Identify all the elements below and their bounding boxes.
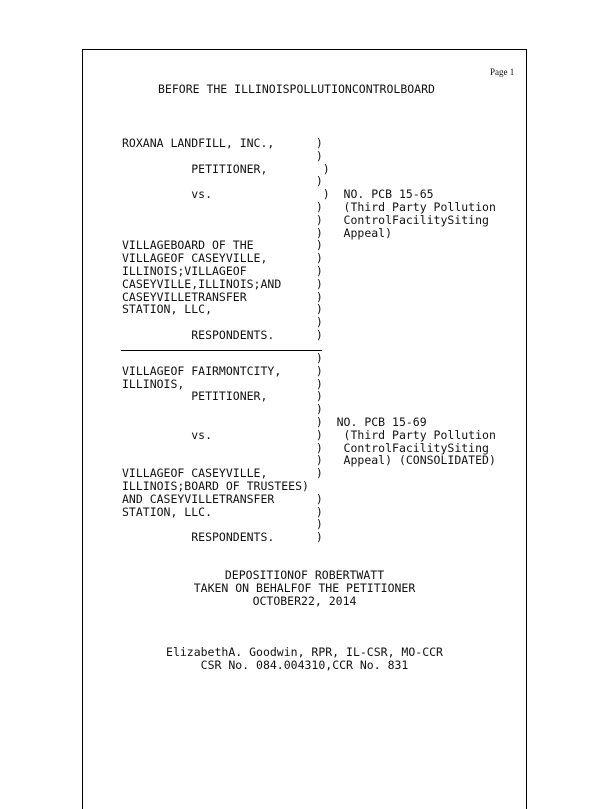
case-caption-1: ROXANA LANDFILL, INC., ) ) PETITIONER, )… (122, 137, 496, 342)
caption-divider (121, 350, 322, 351)
caption-line: ) (122, 351, 323, 365)
caption-line: ) ControlFacilitySiting (122, 440, 489, 455)
deposition-date: OCTOBER22, 2014 (252, 594, 357, 608)
caption-line: ) (122, 315, 323, 330)
caption-line: ) Appeal) (CONSOLIDATED) (122, 453, 496, 468)
deposition-title: DEPOSITIONOF ROBERTWATT (224, 568, 385, 582)
page-number: Page 1 (490, 67, 515, 77)
caption-line: ) (122, 517, 323, 532)
caption-line: ) (122, 174, 323, 189)
caption-line: AND CASEYVILLETRANSFER ) (122, 491, 323, 506)
caption-line: ) (Third Party Pollution (122, 199, 496, 214)
caption-line: ROXANA LANDFILL, INC., ) (122, 136, 323, 150)
caption-line: PETITIONER, ) (122, 389, 323, 404)
caption-line: ILLINOIS;VILLAGEOF ) (122, 263, 323, 278)
caption-line: ILLINOIS;BOARD OF TRUSTEES) (122, 478, 309, 493)
caption-line: CASEYVILLE,ILLINOIS;AND ) (122, 276, 323, 291)
deposition-subtitle: TAKEN ON BEHALFOF THE PETITIONER (193, 581, 416, 595)
caption-line: VILLAGEOF FAIRMONTCITY, ) (122, 363, 323, 378)
caption-line: vs. ) (Third Party Pollution (122, 427, 496, 442)
caption-line: ILLINOIS, ) (122, 376, 323, 391)
caption-line: ) ControlFacilitySiting (122, 212, 489, 227)
board-header: BEFORE THE ILLINOISPOLLUTIONCONTROLBOARD (158, 82, 435, 96)
caption-line: vs. ) NO. PCB 15-65 (122, 187, 434, 202)
caption-line: ) (122, 402, 323, 417)
caption-line: CASEYVILLETRANSFER ) (122, 289, 323, 304)
caption-line: RESPONDENTS. ) (122, 530, 323, 545)
caption-line: ) Appeal) (122, 225, 393, 240)
caption-line: PETITIONER, ) (122, 161, 330, 176)
reporter-name: ElizabethA. Goodwin, RPR, IL-CSR, MO-CCR (166, 645, 443, 659)
caption-line: RESPONDENTS. ) (122, 327, 323, 342)
document-page (82, 49, 527, 809)
caption-line: VILLAGEBOARD OF THE ) (122, 238, 323, 253)
case-caption-2: )VILLAGEOF FAIRMONTCITY, )ILLINOIS, ) PE… (122, 352, 496, 544)
caption-line: ) (122, 148, 323, 163)
caption-line: ) NO. PCB 15-69 (122, 414, 427, 429)
caption-line: VILLAGEOF CASEYVILLE, ) (122, 251, 323, 266)
caption-line: STATION, LLC, ) (122, 302, 323, 317)
caption-line: STATION, LLC. ) (122, 504, 323, 519)
caption-line: VILLAGEOF CASEYVILLE, ) (122, 466, 323, 481)
reporter-license: CSR No. 084.004310,CCR No. 831 (200, 658, 409, 672)
